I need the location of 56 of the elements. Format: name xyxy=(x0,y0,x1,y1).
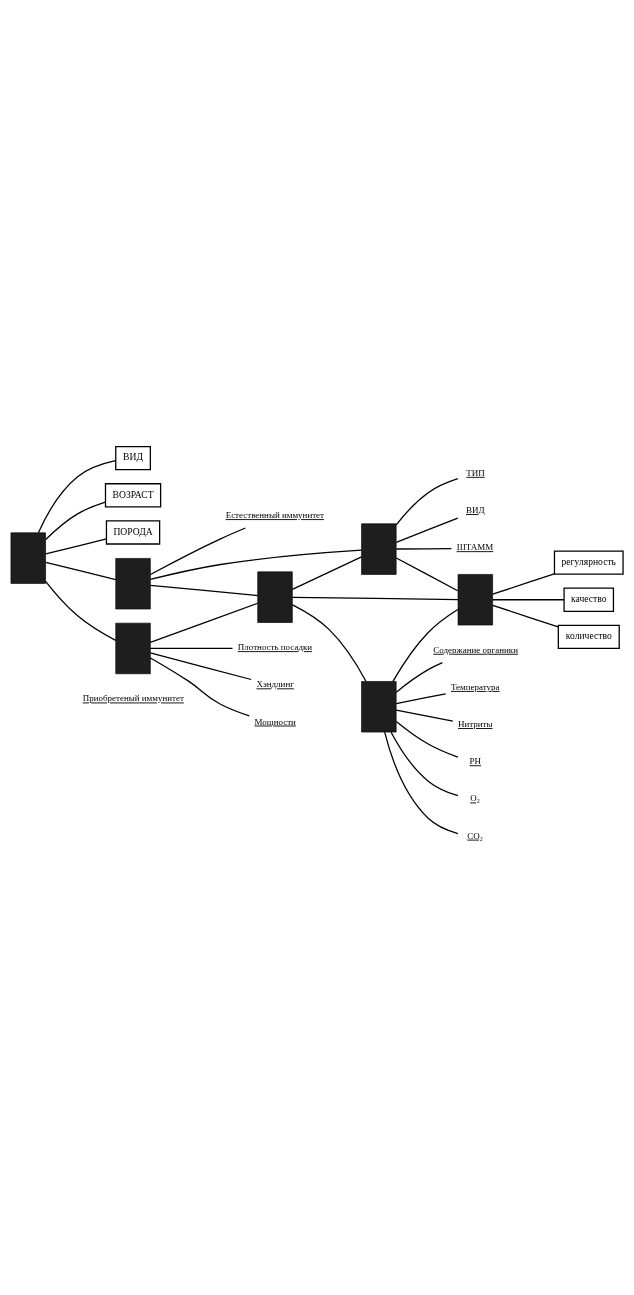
connector xyxy=(149,527,247,576)
node-box xyxy=(457,574,493,626)
connector xyxy=(45,501,106,541)
connector xyxy=(45,561,117,581)
node-box xyxy=(115,558,151,610)
connector xyxy=(395,557,459,592)
node-text: Хэндлинг xyxy=(256,679,294,690)
connector xyxy=(492,604,559,628)
connector xyxy=(37,460,117,534)
node-text: O₂ xyxy=(470,793,480,804)
connector xyxy=(291,556,363,590)
node-text: Естественный иммунитет xyxy=(225,510,325,521)
node-text: ВИД xyxy=(466,505,485,516)
node-box xyxy=(257,571,293,623)
connector xyxy=(291,604,367,682)
node-box: регулярность xyxy=(553,550,624,575)
connector xyxy=(149,584,259,597)
node-text: ТИП xyxy=(466,467,485,478)
connector xyxy=(492,573,555,595)
node-box xyxy=(361,523,397,575)
connector xyxy=(392,608,459,682)
connector xyxy=(395,709,454,722)
connector xyxy=(395,693,447,705)
connector xyxy=(149,657,250,717)
node-box: качество xyxy=(563,587,615,612)
connector xyxy=(492,599,565,601)
connector xyxy=(395,478,459,526)
connector xyxy=(149,652,252,681)
node-box xyxy=(361,681,397,733)
connector xyxy=(395,548,453,550)
node-box xyxy=(115,622,151,675)
node-box: ВОЗРАСТ xyxy=(104,483,162,508)
node-text: PH xyxy=(469,756,482,767)
connector xyxy=(45,538,108,555)
node-text: CO₂ xyxy=(467,830,483,841)
connector xyxy=(149,647,234,650)
connector xyxy=(149,549,362,581)
node-box: ВИД xyxy=(115,445,151,471)
connector xyxy=(384,731,459,835)
node-text: ШТАММ xyxy=(456,542,494,553)
node-box: ПОРОДА xyxy=(105,520,161,545)
connector xyxy=(395,720,459,758)
connector xyxy=(395,517,459,544)
connector xyxy=(395,661,444,693)
connector xyxy=(44,580,117,641)
node-text: Мощности xyxy=(254,716,296,727)
node-text: Температура xyxy=(450,681,500,692)
connector xyxy=(291,596,459,601)
node-text: Нитриты xyxy=(458,719,493,730)
node-text: Содержание органики xyxy=(433,644,518,655)
label: Приобретеный иммунитет xyxy=(82,693,184,704)
connector xyxy=(149,602,259,643)
node-text: Плотность посадки xyxy=(237,642,313,653)
node-box xyxy=(10,532,46,584)
connector xyxy=(390,731,459,797)
node-box: количество xyxy=(557,624,620,650)
